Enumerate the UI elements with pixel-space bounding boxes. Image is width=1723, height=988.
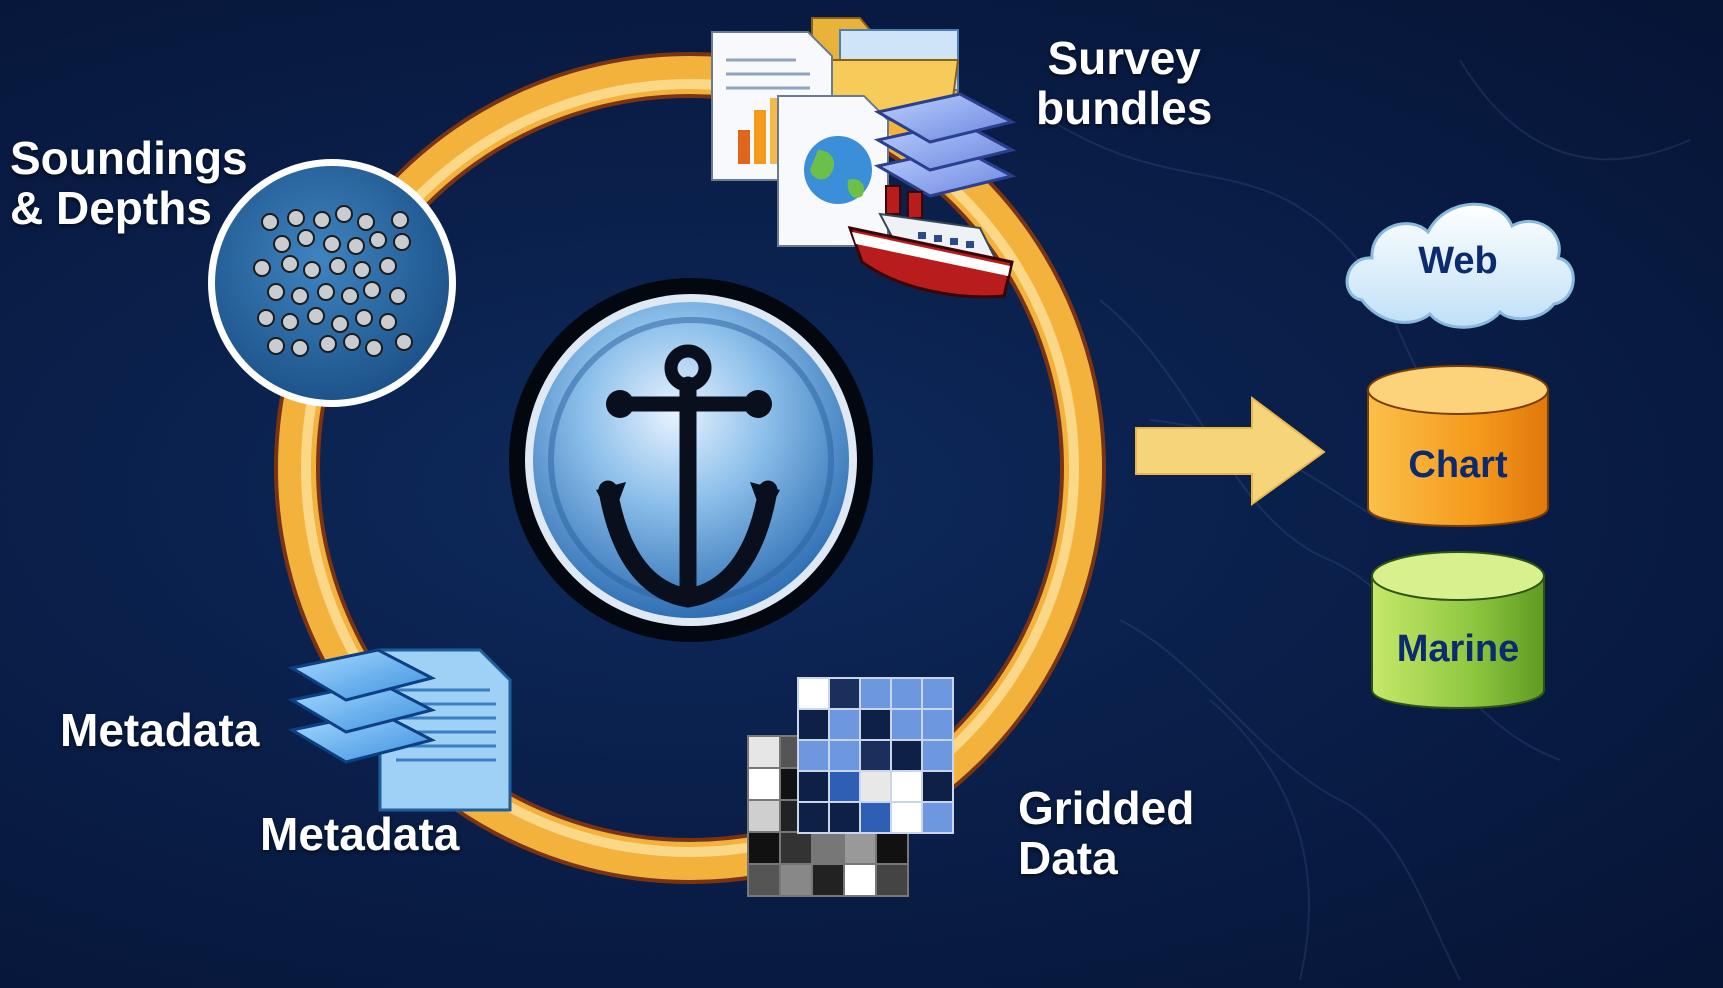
gridded-data-label: Gridded Data xyxy=(1018,782,1195,884)
metadata-bottom-text: Metadata xyxy=(260,808,460,860)
web-label: Web xyxy=(1418,240,1498,282)
survey-label-line1: Survey xyxy=(1047,32,1201,84)
anchor-hub xyxy=(509,278,873,642)
metadata-document-icon xyxy=(287,648,512,812)
metadata-label-bottom: Metadata xyxy=(260,808,460,860)
right-arrow-icon xyxy=(1135,396,1326,506)
soundings-label-line1: Soundings xyxy=(10,132,248,184)
metadata-left-text: Metadata xyxy=(60,704,260,756)
workflow-ring xyxy=(274,52,1106,884)
raster-grid-front xyxy=(797,677,954,834)
survey-bundle-icon xyxy=(711,17,1017,299)
gridded-label-line2: Data xyxy=(1018,831,1118,884)
soundings-depths-label: Soundings & Depths xyxy=(10,132,248,234)
raster-grid-icon xyxy=(747,677,954,897)
web-cloud-icon xyxy=(1345,202,1575,329)
marine-database-icon xyxy=(1371,551,1545,709)
sounding-points-icon xyxy=(208,159,456,407)
survey-label-line2: bundles xyxy=(1036,81,1213,134)
survey-bundles-label: Survey bundles xyxy=(1036,32,1213,134)
metadata-label-left: Metadata xyxy=(60,704,260,756)
chart-database-icon xyxy=(1367,365,1549,527)
ship-icon xyxy=(847,185,1014,299)
gridded-label-line1: Gridded xyxy=(1018,782,1195,834)
marine-label: Marine xyxy=(1396,628,1520,670)
anchor-icon xyxy=(598,344,778,608)
soundings-label-line2: & Depths xyxy=(10,181,212,234)
chart-label: Chart xyxy=(1408,444,1508,486)
